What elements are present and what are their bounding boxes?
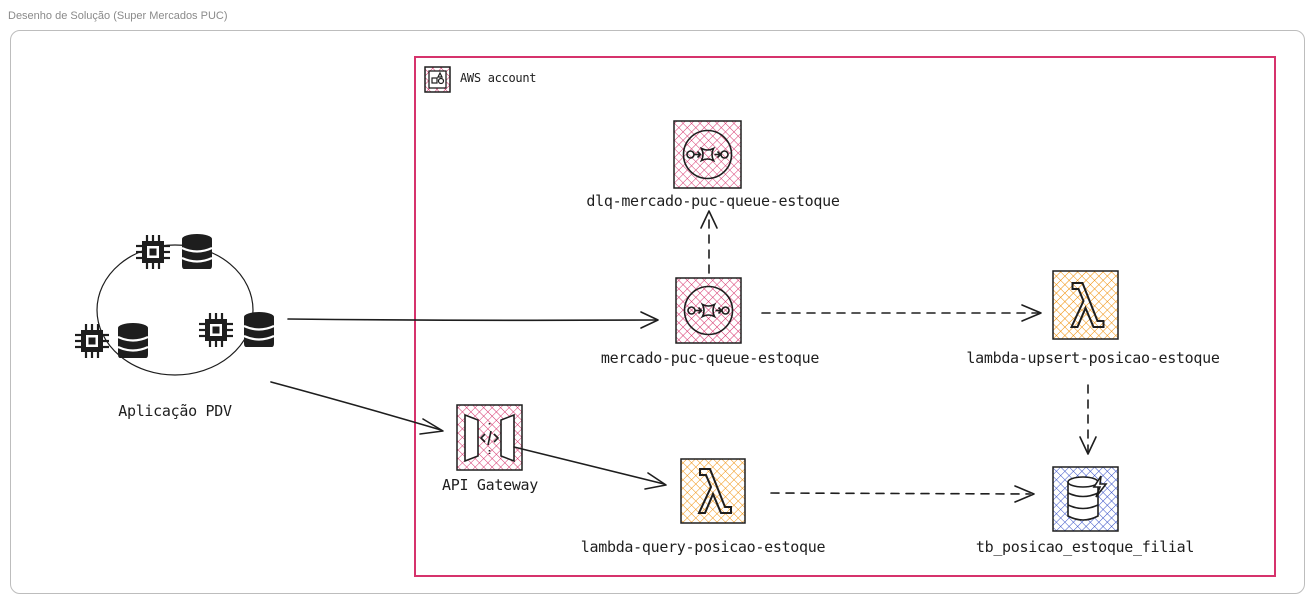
lambda-query-node[interactable]	[680, 458, 746, 524]
aws-account-label: AWS account	[460, 71, 537, 85]
cpu-chip-icon	[197, 311, 235, 349]
pdv-ring	[96, 244, 254, 376]
diagram-frame	[10, 30, 1305, 594]
database-icon	[116, 321, 150, 360]
aws-account-icon	[424, 66, 451, 93]
dynamodb-table-icon	[1067, 475, 1108, 521]
queue-sqs-node[interactable]	[675, 277, 742, 344]
cpu-chip-icon	[73, 322, 111, 360]
query-label: lambda-query-posicao-estoque	[580, 538, 826, 556]
arrow-gateway-to-query	[513, 446, 667, 490]
arrow-pdv-to-gateway	[270, 381, 444, 435]
frame-title: Desenho de Solução (Super Mercados PUC)	[8, 10, 228, 22]
queue-label: mercado-puc-queue-estoque	[600, 349, 820, 367]
arrow-queue-to-dlq	[700, 210, 718, 274]
gateway-label: API Gateway	[441, 476, 539, 494]
arrow-queue-to-upsert	[761, 304, 1042, 322]
dynamodb-table-node[interactable]	[1052, 466, 1119, 532]
dlq-sqs-node[interactable]	[673, 120, 742, 189]
lambda-upsert-node[interactable]	[1052, 270, 1119, 340]
arrow-pdv-to-queue	[287, 311, 659, 329]
pdv-label: Aplicação PDV	[118, 402, 232, 420]
pdv-cluster	[73, 232, 276, 376]
database-icon	[180, 232, 214, 271]
arrow-upsert-to-table	[1079, 384, 1097, 455]
database-icon	[242, 310, 276, 349]
arrow-query-to-table	[770, 485, 1035, 503]
aws-account-boundary	[414, 56, 1276, 577]
api-gateway-icon	[464, 413, 515, 463]
table-label: tb_posicao_estoque_filial	[975, 538, 1195, 556]
api-gateway-node[interactable]	[456, 404, 523, 471]
dlq-label: dlq-mercado-puc-queue-estoque	[586, 192, 840, 210]
cpu-chip-icon	[134, 233, 172, 271]
upsert-label: lambda-upsert-posicao-estoque	[966, 349, 1220, 367]
